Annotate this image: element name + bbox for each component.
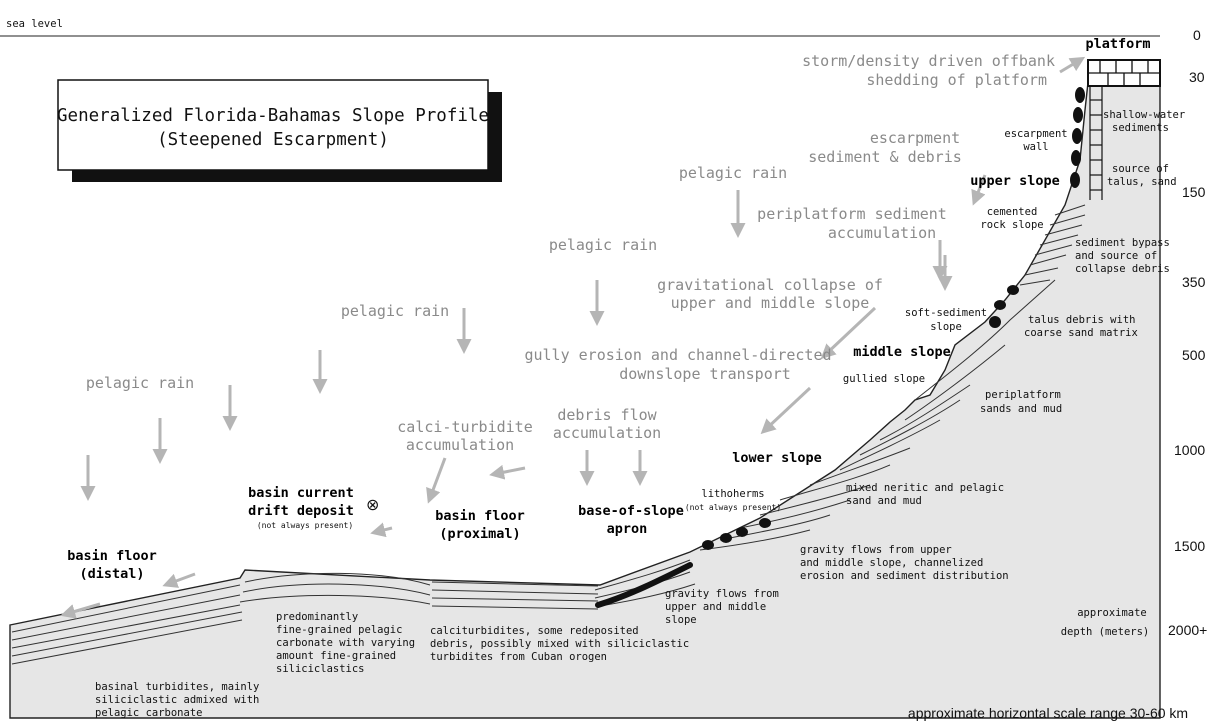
horizontal-scale-label: approximate horizontal scale range 30-60… bbox=[908, 705, 1188, 721]
depth-axis-label-1: approximate bbox=[1077, 607, 1147, 619]
label-upper-slope: upper slope bbox=[970, 173, 1059, 189]
label-predom-1: predominantly bbox=[276, 611, 358, 623]
label-basin-distal-2: (distal) bbox=[79, 566, 144, 582]
depth-axis-label-2: depth (meters) bbox=[1061, 626, 1150, 638]
label-calciturb-3: turbidites from Cuban orogen bbox=[430, 651, 607, 663]
label-gflow2-2: upper and middle bbox=[665, 601, 766, 613]
depth-tick-500: 500 bbox=[1182, 347, 1206, 363]
label-gully-1: gully erosion and channel-directed bbox=[524, 346, 831, 364]
depth-tick-0: 0 bbox=[1193, 27, 1201, 43]
label-bypass-2: and source of bbox=[1075, 250, 1157, 262]
label-bypass-3: collapse debris bbox=[1075, 263, 1170, 275]
label-debris-2: accumulation bbox=[553, 424, 661, 442]
label-cemented-1: cemented bbox=[987, 206, 1038, 218]
label-grav-2: upper and middle slope bbox=[671, 294, 870, 312]
label-shallow-1: shallow-water bbox=[1103, 109, 1185, 121]
label-pelagic-1: pelagic rain bbox=[679, 164, 787, 182]
label-litho-note: (not always present) bbox=[685, 503, 781, 512]
drift-current-symbol: ⊗ bbox=[366, 495, 379, 514]
label-basinal-2: siliciclastic admixed with bbox=[95, 694, 259, 706]
label-escarp-1: escarpment bbox=[870, 129, 960, 147]
slope-strata bbox=[699, 279, 1056, 551]
label-cemented-2: rock slope bbox=[980, 219, 1043, 231]
label-soft-1: soft-sediment bbox=[905, 307, 987, 319]
label-calciturb-1: calciturbidites, some redeposited bbox=[430, 625, 639, 637]
label-predom-2: fine-grained pelagic bbox=[276, 624, 402, 636]
label-predom-3: carbonate with varying bbox=[276, 637, 415, 649]
label-apron-1: base-of-slope bbox=[578, 503, 684, 519]
label-predom-5: siliciclastics bbox=[276, 663, 365, 675]
label-soft-2: slope bbox=[930, 321, 962, 333]
depth-tick-1000: 1000 bbox=[1174, 442, 1205, 458]
label-debris-1: debris flow bbox=[557, 406, 657, 424]
label-gflow1-1: gravity flows from upper bbox=[800, 544, 952, 556]
label-lower-slope: lower slope bbox=[732, 450, 821, 466]
label-bypass-1: sediment bypass bbox=[1075, 237, 1170, 249]
label-calci-2: accumulation bbox=[406, 436, 514, 454]
label-mixed-2: sand and mud bbox=[846, 495, 922, 507]
platform-bricks bbox=[1088, 60, 1160, 86]
label-peri-1: periplatform sediment bbox=[757, 205, 947, 223]
label-pelagic-3: pelagic rain bbox=[341, 302, 449, 320]
label-apron-2: apron bbox=[607, 521, 648, 537]
depth-tick-150: 150 bbox=[1182, 184, 1206, 200]
apron-debris-flow bbox=[595, 562, 693, 608]
label-shallow-2: sediments bbox=[1112, 122, 1169, 134]
label-mixed-1: mixed neritic and pelagic bbox=[846, 482, 1004, 494]
basin-proximal-strata bbox=[431, 581, 599, 610]
label-source-2: talus, sand bbox=[1107, 176, 1177, 188]
title-line2: (Steepened Escarpment) bbox=[157, 130, 389, 150]
label-gflow2-1: gravity flows from bbox=[665, 588, 779, 600]
label-peri-2: accumulation bbox=[828, 224, 936, 242]
title-line1: Generalized Florida-Bahamas Slope Profil… bbox=[57, 106, 489, 126]
escarpment-boulders bbox=[989, 87, 1085, 328]
label-talus-2: coarse sand matrix bbox=[1024, 327, 1138, 339]
label-middle-slope: middle slope bbox=[853, 344, 951, 360]
label-gully-2: downslope transport bbox=[619, 365, 791, 383]
label-basin-proximal-1: basin floor bbox=[435, 508, 524, 524]
label-drift-2: drift deposit bbox=[248, 503, 354, 519]
label-gflow1-2: and middle slope, channelized bbox=[800, 557, 983, 569]
label-source-1: source of bbox=[1112, 163, 1169, 175]
sea-level-label: sea level bbox=[6, 18, 63, 30]
depth-tick-350: 350 bbox=[1182, 274, 1206, 290]
label-predom-4: amount fine-grained bbox=[276, 650, 396, 662]
label-drift-note: (not always present) bbox=[257, 521, 353, 530]
label-escarp-2: sediment & debris bbox=[808, 148, 962, 166]
label-periplat-2: sands and mud bbox=[980, 403, 1062, 415]
escarpment-wall bbox=[1089, 86, 1103, 200]
label-gflow2-3: slope bbox=[665, 614, 697, 626]
label-basin-proximal-2: (proximal) bbox=[439, 526, 520, 542]
label-basinal-1: basinal turbidites, mainly bbox=[95, 681, 259, 693]
label-calci-1: calci-turbidite bbox=[397, 418, 532, 436]
depth-tick-30: 30 bbox=[1189, 69, 1205, 85]
label-basin-distal-1: basin floor bbox=[67, 548, 156, 564]
label-gullied: gullied slope bbox=[843, 373, 925, 385]
label-talus-1: talus debris with bbox=[1028, 314, 1135, 326]
label-periplat-1: periplatform bbox=[985, 389, 1061, 401]
title-box bbox=[57, 79, 489, 171]
label-storm-1: storm/density driven offbank bbox=[802, 52, 1055, 70]
label-basinal-3: pelagic carbonate bbox=[95, 707, 202, 719]
process-arrows bbox=[60, 56, 1086, 619]
label-drift-1: basin current bbox=[248, 485, 354, 501]
label-platform: platform bbox=[1085, 36, 1150, 52]
label-gflow1-3: erosion and sediment distribution bbox=[800, 570, 1009, 582]
depth-tick-1500: 1500 bbox=[1174, 538, 1205, 554]
label-escwall-1: escarpment bbox=[1004, 128, 1067, 140]
label-grav-1: gravitational collapse of bbox=[657, 276, 883, 294]
cemented-slope-hatch bbox=[1019, 204, 1086, 286]
drift-strata bbox=[239, 572, 431, 605]
label-escwall-2: wall bbox=[1023, 141, 1048, 153]
label-litho: lithoherms bbox=[701, 488, 764, 500]
label-calciturb-2: debris, possibly mixed with siliciclasti… bbox=[430, 638, 689, 650]
label-pelagic-4: pelagic rain bbox=[86, 374, 194, 392]
basin-distal-strata bbox=[11, 584, 243, 665]
lithoherm-mounds bbox=[702, 518, 771, 550]
depth-tick-2000: 2000+ bbox=[1168, 622, 1207, 638]
label-storm-2: shedding of platform bbox=[866, 71, 1047, 89]
label-pelagic-2: pelagic rain bbox=[549, 236, 657, 254]
